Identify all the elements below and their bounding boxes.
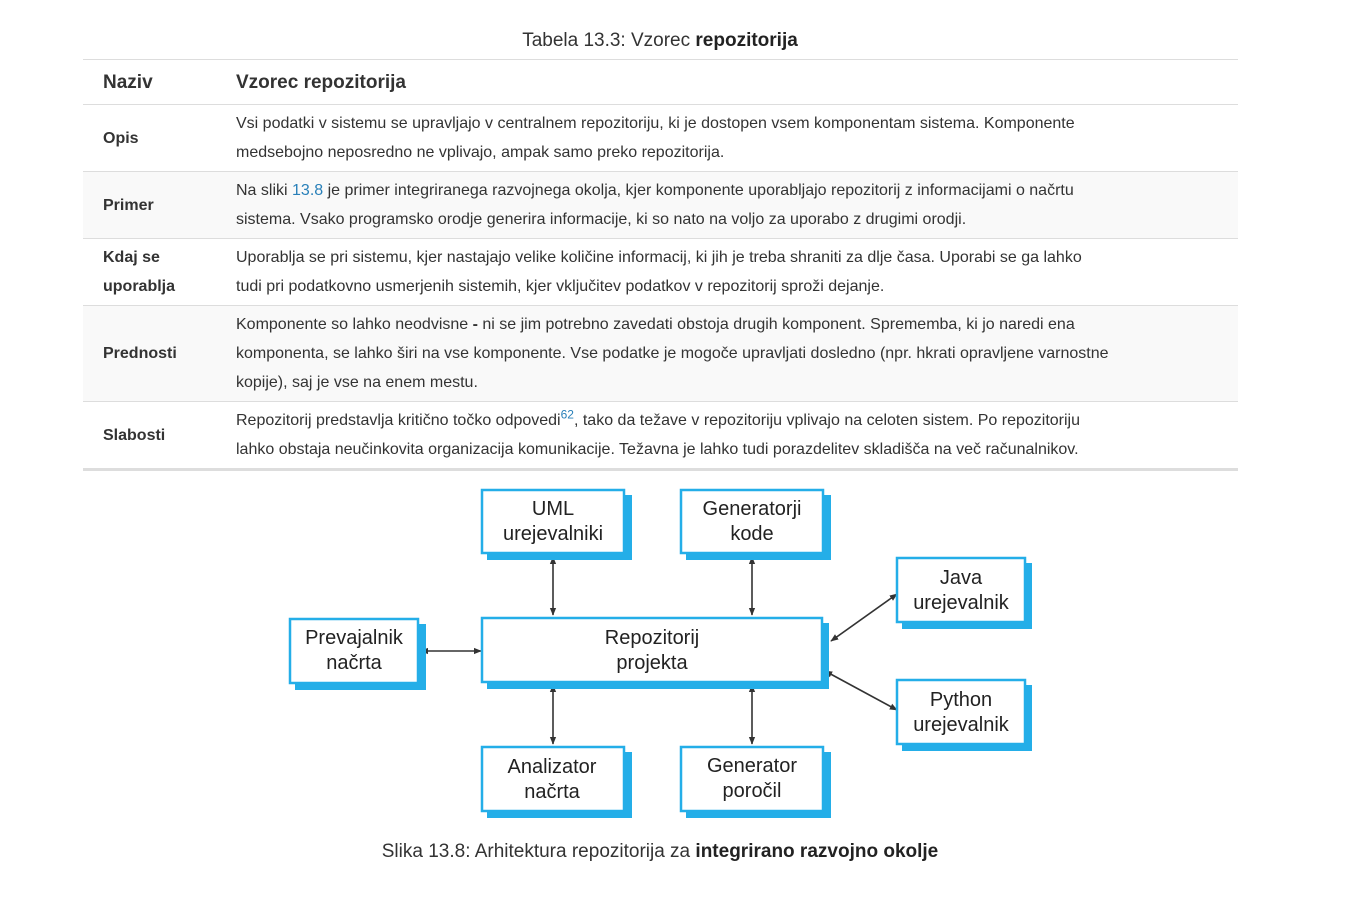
header-name-col: Naziv: [83, 59, 216, 105]
arrow-repo-java: [830, 593, 898, 642]
arrow-repo-python: [824, 670, 898, 711]
box-label: Java: [940, 567, 983, 589]
box-label: kode: [730, 523, 773, 545]
table-row-primer: Primer Na sliki 13.8 je primer integrira…: [83, 171, 1238, 239]
row-name-primer: Primer: [83, 171, 216, 239]
row-desc-prednosti: Komponente so lahko neodvisne - ni se ji…: [216, 305, 1238, 402]
box-face: [480, 488, 626, 555]
row-desc-primer: Na sliki 13.8 je primer integriranega ra…: [216, 171, 1238, 239]
row-name-slabosti: Slabosti: [83, 401, 216, 471]
box-code-generators: Generatorji kode: [679, 488, 831, 560]
box-python-editor: Python urejevalnik: [895, 678, 1032, 751]
box-label: načrta: [326, 652, 382, 674]
figure-caption-prefix: Slika 13.8: Arhitektura repozitorija za: [381, 841, 696, 862]
header-value-col: Vzorec repozitorija: [216, 59, 1238, 105]
desc-line: Uporablja se pri sistemu, kjer nastajajo…: [236, 249, 1082, 266]
figure-reference-link[interactable]: 13.8: [292, 182, 324, 199]
box-face: [480, 745, 626, 813]
table-row-kdaj-se-uporablja: Kdaj se uporablja Uporablja se pri sistem…: [83, 238, 1238, 306]
desc-text: Repozitorij predstavlja kritično točko o…: [236, 412, 561, 429]
box-label: urejevalnik: [913, 714, 1010, 736]
desc-text: Komponente so lahko neodvisne: [236, 316, 473, 333]
footnote-link[interactable]: 62: [560, 407, 574, 422]
table-header-row: Naziv Vzorec repozitorija: [83, 59, 1238, 105]
box-label: načrta: [524, 781, 580, 803]
desc-line: komponenta, se lahko širi na vse kompone…: [236, 345, 1109, 362]
row-name-opis: Opis: [83, 104, 216, 172]
desc-text: Na sliki: [236, 182, 293, 199]
box-label: Generator: [707, 755, 797, 777]
box-label: projekta: [616, 652, 688, 674]
row-name-text: Kdaj se: [103, 249, 160, 266]
box-label: UML: [532, 498, 574, 520]
row-name-text: Prednosti: [103, 345, 177, 362]
desc-text: ni se jim potrebno zavedati obstoja drug…: [477, 316, 1075, 333]
desc-line: kopije), saj je vse na enem mestu.: [236, 374, 478, 391]
box-report-generator: Generator poročil: [679, 745, 831, 818]
desc-line: medsebojno neposredno ne vplivajo, ampak…: [236, 144, 725, 161]
row-name-text: Opis: [103, 129, 139, 147]
box-label: Generatorji: [703, 498, 802, 520]
row-name-prednosti: Prednosti: [83, 305, 216, 402]
box-label: Prevajalnik: [305, 627, 404, 649]
box-label: poročil: [723, 780, 782, 802]
table-caption-prefix: Tabela 13.3: Vzorec: [522, 30, 696, 51]
row-desc-opis: Vsi podatki v sistemu se upravljajo v ce…: [216, 104, 1238, 172]
box-label: Python: [930, 689, 992, 711]
table-row-slabosti: Slabosti Repozitorij predstavlja kritičn…: [83, 401, 1238, 471]
desc-line: Vsi podatki v sistemu se upravljajo v ce…: [236, 115, 1075, 132]
box-label: urejevalnik: [913, 592, 1010, 614]
table-caption-bold: repozitorija: [695, 30, 798, 51]
row-name-text: Slabosti: [103, 426, 166, 444]
box-uml-editors: UML urejevalniki: [480, 488, 632, 560]
box-face: [288, 617, 420, 685]
desc-line: sistema. Vsako programsko orodje generir…: [236, 211, 967, 228]
box-face: [480, 616, 824, 684]
row-name-text: uporablja: [103, 278, 176, 295]
row-name-text: Primer: [103, 196, 154, 214]
table-row-opis: Opis Vsi podatki v sistemu se upravljajo…: [83, 104, 1238, 172]
box-label: urejevalniki: [503, 523, 603, 545]
table-row-prednosti: Prednosti Komponente so lahko neodvisne …: [83, 305, 1238, 402]
table-caption: Tabela 13.3: Vzorec repozitorija: [0, 30, 1320, 52]
box-face: [679, 745, 825, 813]
row-name-kdaj-se-uporablja: Kdaj se uporablja: [83, 238, 216, 306]
pattern-table: Naziv Vzorec repozitorija Opis Vsi podat…: [83, 59, 1238, 471]
box-face: [895, 556, 1027, 624]
desc-text: , tako da težave v repozitoriju vplivajo…: [573, 412, 1080, 429]
box-face: [679, 488, 825, 555]
box-design-compiler: Prevajalnik načrta: [288, 617, 426, 690]
desc-dash: -: [472, 316, 478, 333]
box-project-repository: Repozitorij projekta: [480, 616, 829, 689]
row-desc-slabosti: Repozitorij predstavlja kritično točko o…: [216, 401, 1238, 471]
box-design-analyzer: Analizator načrta: [480, 745, 632, 818]
desc-line: tudi pri podatkovno usmerjenih sistemih,…: [236, 278, 885, 295]
box-label: Repozitorij: [605, 627, 699, 649]
figure-caption-bold: integrirano razvojno okolje: [695, 841, 939, 862]
row-desc-kdaj-se-uporablja: Uporablja se pri sistemu, kjer nastajajo…: [216, 238, 1238, 306]
box-java-editor: Java urejevalnik: [895, 556, 1032, 629]
figure-caption: Slika 13.8: Arhitektura repozitorija za …: [0, 841, 1320, 863]
box-label: Analizator: [508, 756, 597, 778]
desc-line: lahko obstaja neučinkovita organizacija …: [236, 441, 1079, 458]
desc-text: je primer integriranega razvojnega okolj…: [323, 182, 1074, 199]
box-face: [895, 678, 1027, 746]
